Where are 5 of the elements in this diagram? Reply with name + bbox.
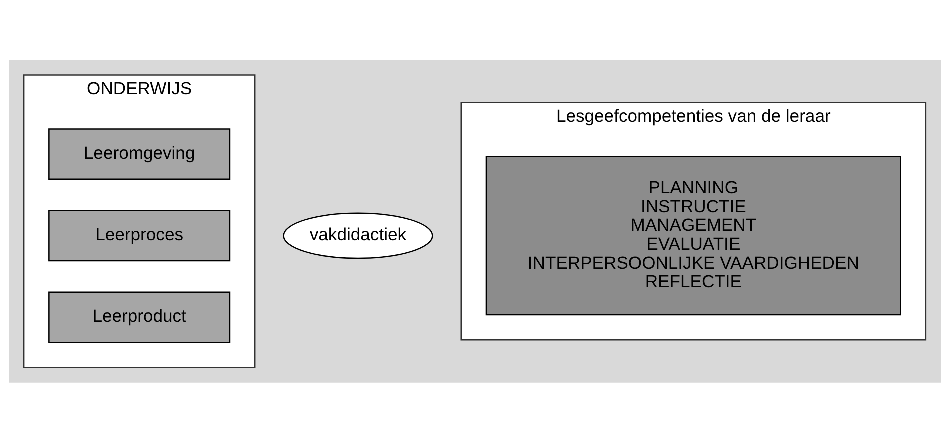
node-box: Leerproces: [48, 210, 230, 262]
node-box: Leeromgeving: [48, 128, 230, 180]
node-box: Leerproduct: [48, 292, 230, 344]
node-box: PLANNING INSTRUCTIE MANAGEMENT EVALUATIE INTERPERSOONLIJKE VAARDIGHEDEN REFLECTIE: [485, 156, 901, 316]
node-ellipse: vakdidactiek: [282, 212, 433, 260]
